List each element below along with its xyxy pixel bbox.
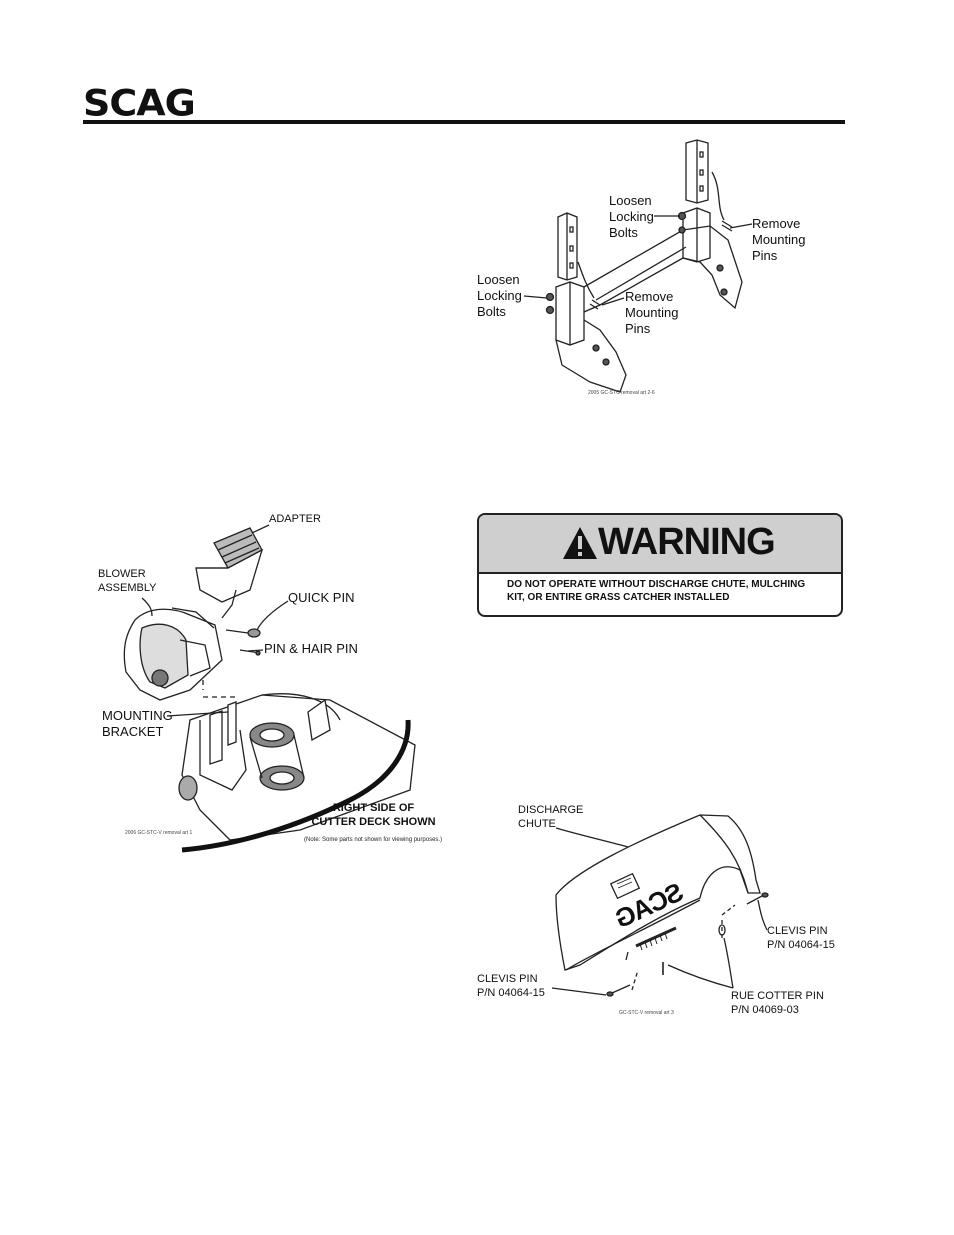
warning-text: DO NOT OPERATE WITHOUT DISCHARGE CHUTE, …: [507, 579, 806, 603]
scag-logo: SCAG: [83, 82, 196, 124]
warning-box: WARNING DO NOT OPERATE WITHOUT DISCHARGE…: [477, 513, 843, 617]
blower-art-ref: 2006 GC-STC-V removal art 1: [125, 830, 193, 836]
pin-hair-pin-label: PIN & HAIR PIN: [264, 641, 358, 656]
warning-title: WARNING: [598, 521, 776, 563]
warning-header: WARNING: [479, 515, 841, 574]
warning-triangle-icon: [563, 527, 597, 559]
support-art-ref: 2005 GC-STC removal art 2-6: [588, 390, 655, 396]
quick-pin-label: QUICK PIN: [288, 590, 355, 605]
adapter-label: ADAPTER: [269, 513, 321, 525]
blower-figure-note: (Note: Some parts not shown for viewing …: [304, 837, 443, 843]
header-rule: [83, 120, 845, 124]
chute-art-ref: GC-STC-V removal art 3: [619, 1010, 674, 1016]
